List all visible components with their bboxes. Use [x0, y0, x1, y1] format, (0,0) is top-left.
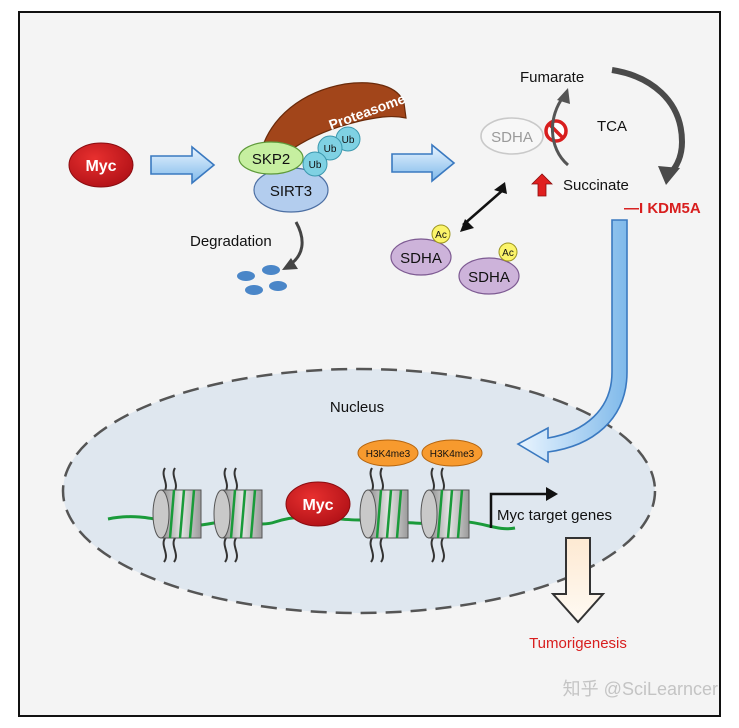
svg-text:SDHA: SDHA	[491, 129, 533, 146]
myc-target-genes-label: Myc target genes	[497, 507, 612, 524]
svg-text:SDHA: SDHA	[400, 250, 442, 267]
svg-text:Ub: Ub	[342, 135, 355, 146]
degraded-fragments-icon	[237, 265, 287, 295]
myc-protein-nucleus: Myc	[285, 481, 351, 527]
sdha-acetylated-1: SDHA Ac	[390, 224, 452, 276]
svg-text:Succinate: Succinate	[563, 177, 629, 194]
svg-text:Myc: Myc	[85, 158, 116, 175]
svg-text:H3K4me3: H3K4me3	[366, 449, 411, 460]
inhibition-icon	[544, 119, 568, 143]
transcription-start-arrow	[489, 487, 558, 528]
nucleosome-2	[213, 467, 263, 563]
svg-text:SIRT3: SIRT3	[270, 183, 312, 200]
tumorigenesis-arrow	[550, 537, 606, 624]
ubiquitin-tags: Ub Ub Ub	[302, 126, 361, 177]
nucleosome-3	[359, 467, 409, 563]
svg-text:Fumarate: Fumarate	[520, 69, 584, 86]
svg-text:Degradation: Degradation	[190, 233, 272, 250]
svg-text:Ub: Ub	[324, 144, 337, 155]
svg-text:TCA: TCA	[597, 118, 627, 135]
nucleus-label: Nucleus	[330, 399, 384, 416]
svg-text:H3K4me3: H3K4me3	[430, 449, 475, 460]
nucleus	[61, 367, 657, 615]
tumorigenesis-label: Tumorigenesis	[529, 635, 627, 652]
nucleosome-1	[152, 467, 202, 563]
skp2-protein: SKP2	[238, 141, 304, 175]
h3k4me3-mark-2: H3K4me3	[421, 439, 483, 467]
kdm5a-nucleus-arrow	[516, 219, 628, 464]
watermark: 知乎 @SciLearncer	[563, 679, 718, 699]
svg-text:Ac: Ac	[502, 248, 514, 259]
tca-cycle: Fumarate TCA Succinate	[520, 67, 686, 194]
nucleosome-4	[420, 467, 470, 563]
sdha-faded: SDHA	[480, 117, 544, 155]
myc-protein-left: Myc	[68, 142, 134, 188]
acetylation-double-arrow	[460, 182, 507, 232]
h3k4me3-mark-1: H3K4me3	[357, 439, 419, 467]
block-arrow-2	[391, 143, 456, 183]
svg-text:SDHA: SDHA	[468, 269, 510, 286]
degradation-path: Degradation	[190, 221, 304, 270]
succinate-increase-arrow-icon	[531, 173, 553, 197]
svg-text:Myc: Myc	[302, 497, 333, 514]
sdha-acetylated-2: SDHA Ac	[458, 242, 520, 295]
svg-text:SKP2: SKP2	[252, 151, 290, 168]
svg-text:Ac: Ac	[435, 230, 447, 241]
svg-text:Ub: Ub	[309, 160, 322, 171]
kdm5a-label: —I KDM5A	[624, 200, 701, 217]
block-arrow-1	[150, 145, 216, 185]
